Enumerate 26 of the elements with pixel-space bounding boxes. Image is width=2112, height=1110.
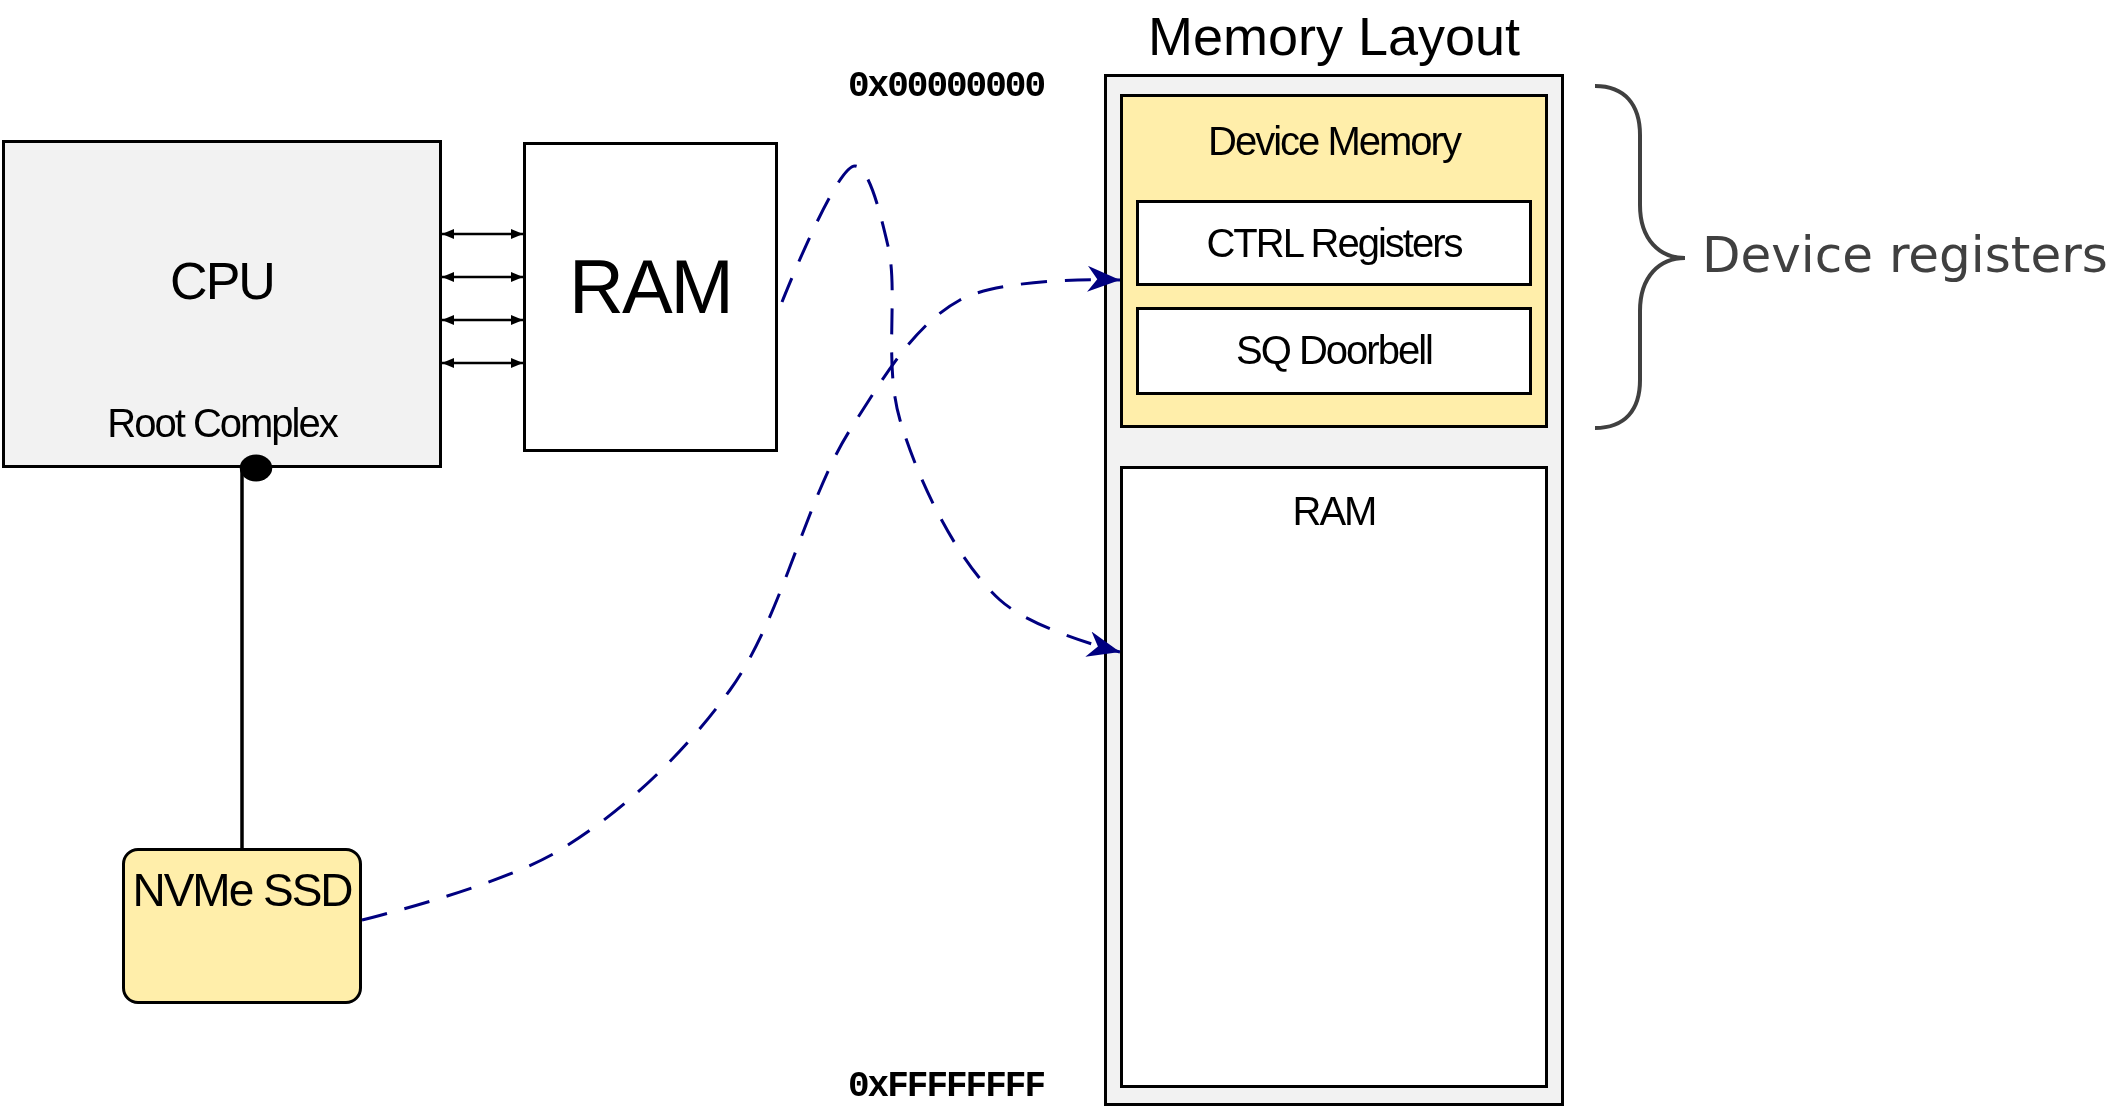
arrow — [442, 315, 523, 325]
node-label: CTRL Registers — [1205, 221, 1463, 265]
register-box — [1136, 200, 1532, 286]
node-label: Device Memory — [1207, 119, 1462, 163]
register-box — [1136, 307, 1532, 395]
diagram-heading: Memory Layout — [1146, 7, 1522, 67]
memory-region-box — [1120, 466, 1548, 1088]
arrow — [442, 358, 523, 368]
annotation-label: Device registers — [1702, 226, 2108, 284]
node-label: SQ Doorbell — [1235, 328, 1433, 372]
address-label: 0x00000000 — [848, 66, 1045, 107]
node-label: CPU — [169, 253, 275, 311]
arrow — [442, 229, 523, 239]
node-sublabel: Root Complex — [106, 401, 339, 445]
arrow — [442, 272, 523, 282]
address-label: 0xFFFFFFFF — [848, 1066, 1045, 1107]
memory-region-box — [1120, 94, 1548, 428]
dashed-arrow — [780, 164, 1121, 657]
node-label: RAM — [1291, 489, 1377, 533]
node-label: RAM — [568, 245, 733, 329]
process-box — [2, 140, 442, 468]
node-label: NVMe SSD — [131, 865, 353, 916]
dashed-arrow — [361, 266, 1121, 922]
bus-connector — [239, 454, 273, 848]
device-box — [122, 848, 362, 1004]
memory-box — [523, 142, 778, 452]
